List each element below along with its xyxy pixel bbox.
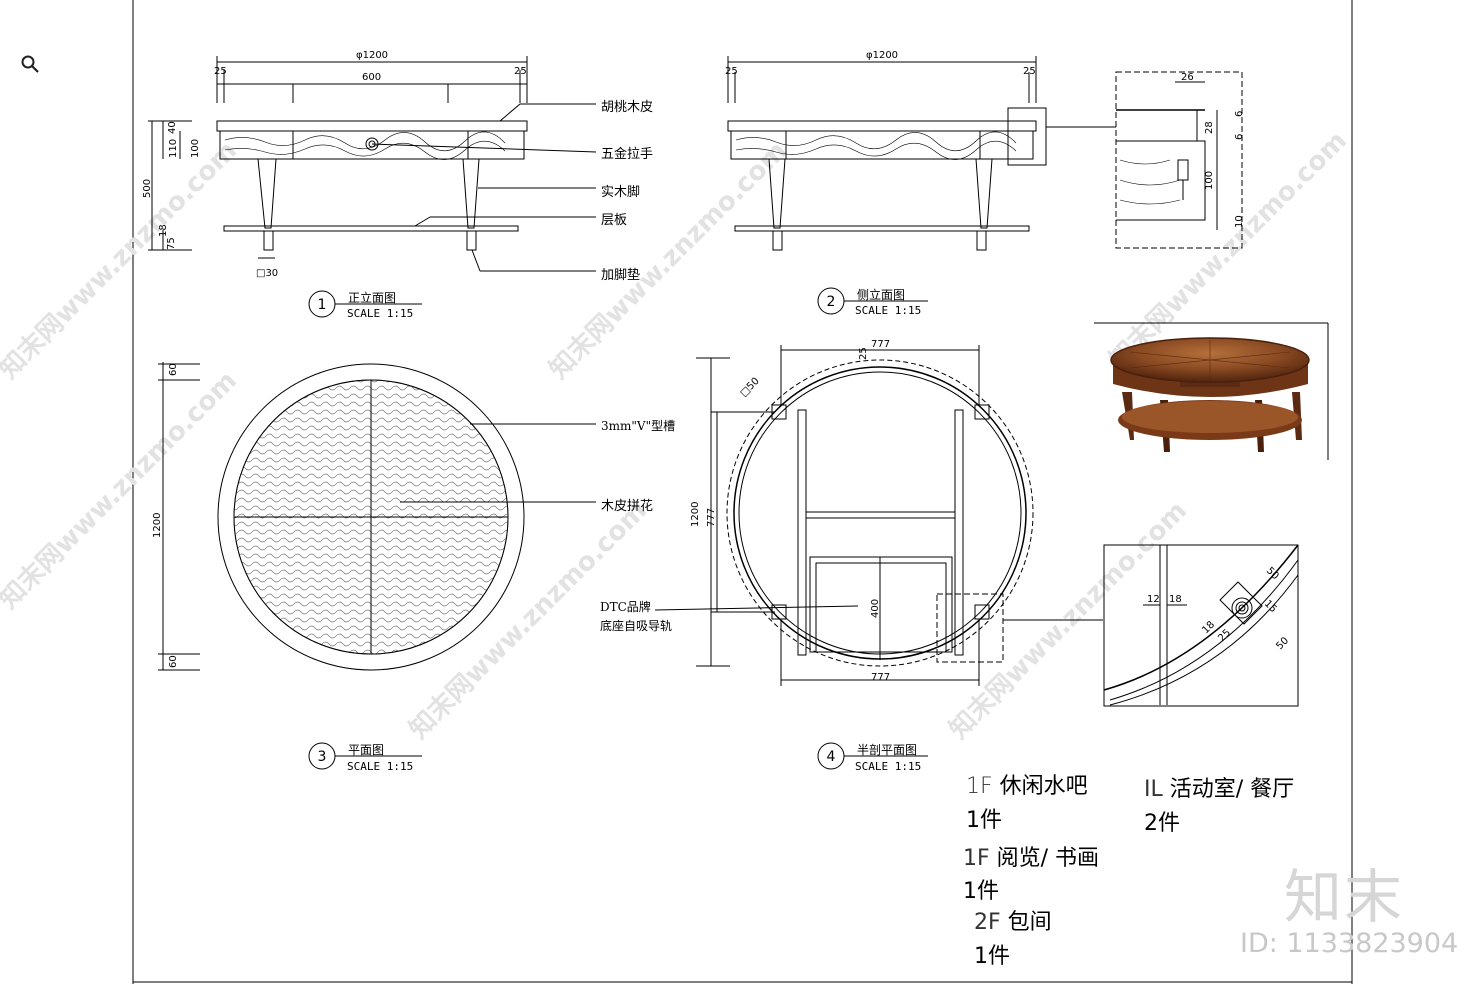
dim-detailb-50b: 50 xyxy=(1274,635,1291,652)
callout-base-rail: 底座自吸导轨 xyxy=(600,619,673,633)
title-front-elevation: 正立面图 xyxy=(348,291,397,305)
dim-detail-6b: 6 xyxy=(1234,134,1245,140)
note-4-room: IL 活动室/ 餐厅 xyxy=(1144,777,1295,802)
callout-walnut-veneer: 胡桃木皮 xyxy=(601,100,654,115)
dim-detail-28: 28 xyxy=(1204,121,1215,134)
watermark-text-1: 知末网www.znzmo.com xyxy=(0,136,243,385)
callout-hardware-handle: 五金拉手 xyxy=(601,147,654,162)
dim-front-500: 500 xyxy=(142,179,153,198)
dim-plan-1200: 1200 xyxy=(152,513,163,538)
callout-veneer-pattern: 木皮拼花 xyxy=(601,499,654,514)
note-3-qty: 1件 xyxy=(974,944,1010,969)
dim-detailb-12: 12 xyxy=(1147,594,1160,605)
dim-front-75: 75 xyxy=(166,237,177,250)
side-dims: φ1200 25 25 xyxy=(725,50,1036,77)
dim-section-777-top: 777 xyxy=(871,339,890,350)
id-watermark: ID: 1133823904 xyxy=(1240,928,1459,959)
watermark-text-4: 知末网www.znzmo.com xyxy=(0,366,243,615)
dim-section-777-bottom: 777 xyxy=(871,672,890,683)
dim-section-1200: 1200 xyxy=(690,502,701,527)
plan-dims: 1200 60 60 xyxy=(152,363,179,668)
callout-dtc-brand: DTC品牌 xyxy=(600,600,651,614)
front-dims: φ1200 600 25 25 40 110 100 500 18 75 □30 xyxy=(142,50,527,279)
dim-plan-60-top: 60 xyxy=(168,363,179,376)
sheet-border xyxy=(132,0,1353,984)
dim-detailb-50a: 50 xyxy=(1264,565,1281,582)
scale-section-plan: SCALE 1:15 xyxy=(855,760,922,773)
dim-front-110: 110 xyxy=(168,139,179,158)
dim-front-25-left: 25 xyxy=(214,66,227,77)
dim-plan-60-bottom: 60 xyxy=(168,655,179,668)
view-markers xyxy=(308,287,928,770)
dim-detailb-25: 25 xyxy=(1216,627,1233,644)
note-2-qty: 1件 xyxy=(963,879,999,904)
detail-top-dims: 26 28 6 6 100 10 xyxy=(1181,72,1245,228)
title-side-elevation: 侧立面图 xyxy=(857,288,906,302)
section-plan xyxy=(654,345,1103,686)
dim-section-25: 25 xyxy=(858,347,869,360)
dim-detailb-18: 18 xyxy=(1169,594,1182,605)
side-elevation xyxy=(727,56,1116,251)
title-section-plan: 半剖平面图 xyxy=(857,743,918,757)
title-plan: 平面图 xyxy=(348,743,385,757)
note-2-room: 1F 阅览/ 书画 xyxy=(963,846,1100,871)
dim-detail-100: 100 xyxy=(1204,171,1215,190)
note-3-room: 2F 包间 xyxy=(974,910,1052,935)
view-number-2: 2 xyxy=(827,294,836,310)
brand-watermark: 知末 xyxy=(1284,863,1405,931)
watermark-diagonal: 知末网www.znzmo.com 知末网www.znzmo.com 知末网www… xyxy=(0,126,1353,745)
view-number-4: 4 xyxy=(827,749,836,765)
callout-shelf: 层板 xyxy=(601,213,628,228)
dim-front-40: 40 xyxy=(167,121,178,134)
dim-front-foot: □30 xyxy=(256,268,278,279)
table-photo xyxy=(1094,322,1329,460)
note-1-room: 1F 休闲水吧 xyxy=(966,774,1088,799)
watermark-text-3: 知末网www.znzmo.com xyxy=(1104,126,1353,375)
dim-front-25-right: 25 xyxy=(514,66,527,77)
section-dims: 777 777 1200 777 400 25 □50 xyxy=(690,339,890,683)
scale-side-elevation: SCALE 1:15 xyxy=(855,304,922,317)
plan-view xyxy=(158,362,596,671)
callout-solid-wood-leg: 实木脚 xyxy=(601,185,641,200)
dim-front-overall: φ1200 xyxy=(356,50,388,61)
dim-front-drawer: 600 xyxy=(362,72,381,83)
dim-section-400: 400 xyxy=(870,599,881,618)
note-4-qty: 2件 xyxy=(1144,811,1180,836)
scale-front-elevation: SCALE 1:15 xyxy=(347,307,414,320)
search-icon[interactable] xyxy=(20,54,42,76)
dim-side-25-left: 25 xyxy=(725,66,738,77)
dim-detail-6a: 6 xyxy=(1234,111,1245,117)
watermark-text-2: 知末网www.znzmo.com xyxy=(544,136,793,385)
front-elevation xyxy=(148,56,597,272)
note-1-qty: 1件 xyxy=(966,808,1002,833)
callout-foot-pad: 加脚垫 xyxy=(601,268,641,283)
detail-bottom-dims: 12 18 50 15 18 25 50 xyxy=(1147,565,1291,652)
dim-detail-10: 10 xyxy=(1234,215,1245,228)
detail-bottom xyxy=(1103,544,1299,707)
view-number-1: 1 xyxy=(318,297,327,313)
detail-top xyxy=(1115,71,1243,249)
dim-front-100: 100 xyxy=(190,139,201,158)
view-number-3: 3 xyxy=(318,749,327,765)
scale-plan: SCALE 1:15 xyxy=(347,760,414,773)
dim-front-18: 18 xyxy=(158,224,169,237)
dim-section-777-left: 777 xyxy=(706,508,717,527)
dim-section-leg: □50 xyxy=(738,376,761,399)
dim-detail-26: 26 xyxy=(1181,72,1194,83)
dim-side-overall: φ1200 xyxy=(866,50,898,61)
view-numbers: 1 2 3 4 xyxy=(318,294,836,765)
dim-side-25-right: 25 xyxy=(1023,66,1036,77)
callout-v-groove: 3mm"V"型槽 xyxy=(601,419,676,433)
dim-detailb-18b: 18 xyxy=(1200,619,1217,636)
